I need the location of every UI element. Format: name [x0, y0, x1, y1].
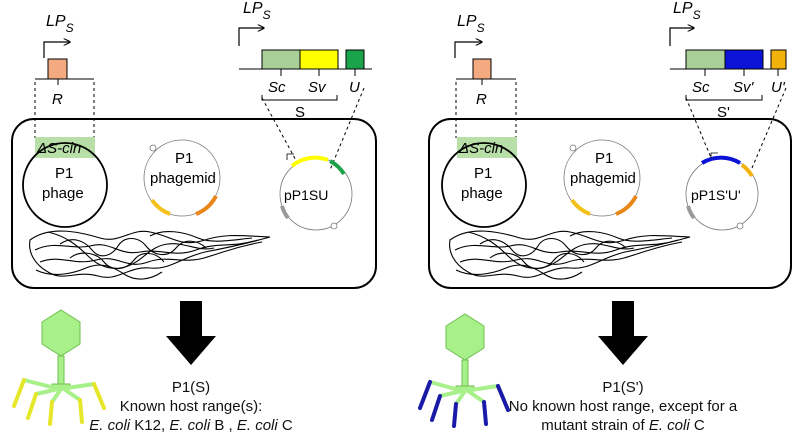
- left-gene-sv-label: Sv: [308, 79, 327, 96]
- right-s-bracket-label: S': [717, 104, 730, 121]
- left-deletion-bg: [35, 137, 95, 158]
- right-panel: LPS R LPS Sc Sv' U' S': [418, 0, 792, 428]
- right-phage-label-1: P1: [474, 165, 492, 182]
- right-phagemid: P1 phagemid: [563, 139, 641, 217]
- left-cell: [11, 118, 377, 289]
- left-promoter-label-2: LPS: [243, 0, 271, 22]
- right-outcome-line1: No known host range, except for a: [508, 398, 738, 415]
- left-panel: LPS R LPS Sc Sv U S: [11, 0, 377, 426]
- right-phagemid-label-1: P1: [595, 150, 613, 167]
- right-phagemid-label-2: phagemid: [570, 170, 636, 187]
- right-gene-u-box: [770, 49, 787, 70]
- right-plasmid-label: pP1S'U': [691, 187, 741, 203]
- right-gene-sv-label: Sv': [733, 79, 755, 96]
- left-chromosome: [29, 230, 271, 280]
- right-gene-sc-box: [685, 49, 726, 70]
- left-gene-r-label: R: [52, 91, 63, 108]
- left-plasmid: pP1SU: [279, 153, 353, 231]
- left-phage-circle: [22, 142, 108, 228]
- left-gene-u-label: U: [349, 79, 360, 96]
- left-down-arrow: [166, 301, 216, 365]
- left-outcome-line1: Known host range(s):: [119, 398, 263, 415]
- left-gene-sc-box: [261, 49, 301, 70]
- left-promoter-arrow-2: [238, 28, 264, 46]
- right-phage-label-2: phage: [461, 185, 503, 202]
- left-su-construct: LPS Sc Sv U S: [238, 0, 372, 171]
- left-promoter-label-1: LPS: [46, 13, 74, 35]
- right-promoter-label-1: LPS: [457, 13, 485, 35]
- left-su-dash-right: [329, 87, 365, 171]
- left-phage-icon: [12, 309, 106, 426]
- left-promoter-arrow-1: [43, 42, 70, 58]
- left-gene-sc-label: Sc: [268, 79, 286, 96]
- right-promoter-arrow-2: [669, 28, 694, 46]
- left-phage-label-1: P1: [55, 165, 73, 182]
- left-plasmid-label: pP1SU: [284, 187, 328, 203]
- right-su-construct: LPS Sc Sv' U' S': [669, 0, 787, 169]
- right-gene-sv-box: [724, 49, 764, 70]
- left-s-bracket-label: S: [295, 104, 305, 121]
- right-chromosome: [449, 230, 691, 280]
- right-outcome: P1(S') No known host range, except for a…: [490, 378, 756, 435]
- left-gene-r-box: [47, 58, 68, 80]
- left-phagemid-label-2: phagemid: [150, 170, 216, 187]
- left-su-dash-left: [261, 97, 299, 165]
- right-su-dash-right: [751, 87, 787, 169]
- left-s-bracket: [261, 95, 338, 101]
- right-r-construct: LPS R: [454, 13, 517, 138]
- right-gene-r-box: [472, 58, 492, 80]
- right-gene-r-label: R: [476, 91, 487, 108]
- left-r-construct: LPS R: [34, 13, 95, 138]
- right-promoter-label-2: LPS: [673, 0, 701, 22]
- right-phage-icon: [418, 313, 510, 428]
- right-phage-circle: [441, 142, 527, 228]
- left-outcome: P1(S) Known host range(s): E. coli K12, …: [60, 378, 322, 435]
- right-gene-sc-label: Sc: [692, 79, 710, 96]
- left-phagemid: P1 phagemid: [143, 139, 221, 217]
- right-down-arrow: [598, 301, 648, 365]
- right-promoter-arrow-1: [454, 42, 482, 58]
- left-deletion-label: ΔS-cin: [36, 140, 81, 157]
- left-phage-label-2: phage: [42, 185, 84, 202]
- right-su-dash-left: [685, 97, 713, 161]
- right-outcome-line2: mutant strain of E. coli C: [541, 417, 705, 434]
- right-s-bracket: [685, 95, 763, 101]
- right-plasmid: pP1S'U': [685, 152, 759, 231]
- left-gene-sv-box: [299, 49, 339, 70]
- right-outcome-title: P1(S'): [602, 379, 644, 396]
- right-gene-u-label: U': [771, 79, 786, 96]
- left-phagemid-label-1: P1: [175, 150, 193, 167]
- left-outcome-title: P1(S): [171, 379, 211, 396]
- left-gene-u-box: [345, 49, 365, 70]
- left-outcome-line2: E. coli K12, E. coli B , E. coli C: [89, 417, 293, 434]
- right-deletion-bg: [457, 137, 517, 158]
- right-cell: [428, 118, 792, 289]
